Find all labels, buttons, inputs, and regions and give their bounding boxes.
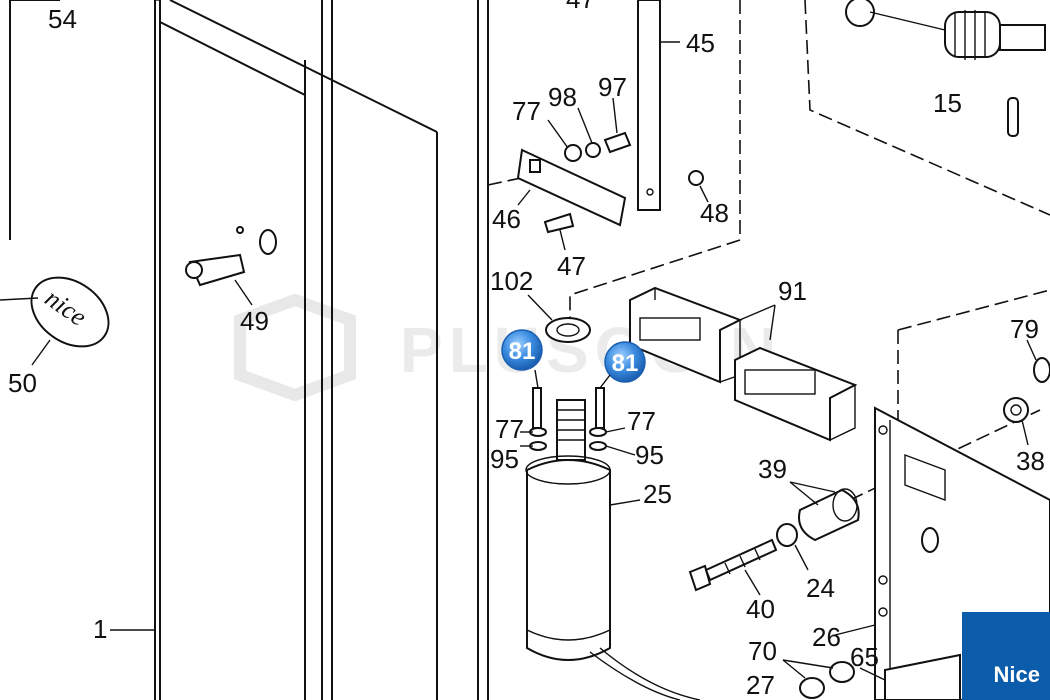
label-91: 91 [778, 276, 807, 306]
label-95-left: 95 [490, 444, 519, 474]
label-40: 40 [746, 594, 775, 624]
part-50-name-plate: nice [0, 276, 110, 366]
part-91-capacitors [629, 286, 858, 442]
label-54: 54 [48, 4, 77, 34]
brand-logo-text: Nice [993, 662, 1040, 687]
label-27: 27 [746, 670, 775, 700]
label-79: 79 [1010, 314, 1039, 344]
label-48: 48 [700, 198, 729, 228]
part-70-65-27 [782, 653, 961, 700]
badge-81-left[interactable]: 81 [501, 329, 543, 371]
label-47: 47 [557, 251, 586, 281]
label-47-top: 47 [566, 0, 595, 14]
label-50: 50 [8, 368, 37, 398]
label-46: 46 [492, 204, 521, 234]
label-97: 97 [598, 72, 627, 102]
badge-81-left-text: 81 [509, 338, 536, 365]
part-24-nut [776, 523, 809, 571]
badge-81-right-text: 81 [612, 350, 639, 377]
part-46-plate [516, 148, 627, 251]
badge-81-right[interactable]: 81 [604, 341, 646, 383]
label-24: 24 [806, 573, 835, 603]
part-45-bracket [637, 0, 680, 211]
part-40-bolt [688, 538, 778, 596]
label-77: 77 [512, 96, 541, 126]
part-79-38-fasteners [1003, 339, 1050, 446]
label-65: 65 [850, 642, 879, 672]
part-labels: 54 47 45 15 77 98 97 46 48 47 49 50 102 … [8, 0, 1045, 700]
part-39-bushings [789, 481, 860, 542]
part-102-ring [527, 294, 591, 343]
label-77-left: 77 [495, 414, 524, 444]
brand-logo: Nice [962, 612, 1050, 700]
label-45: 45 [686, 28, 715, 58]
label-98: 98 [548, 82, 577, 112]
label-1: 1 [93, 614, 107, 644]
label-26: 26 [812, 622, 841, 652]
part-15-worm-gear [845, 0, 1046, 137]
part-49-key-lock [185, 226, 277, 306]
label-102: 102 [490, 266, 533, 296]
housing-outline [9, 0, 489, 700]
part-25-motor [520, 387, 701, 700]
label-77-right: 77 [627, 406, 656, 436]
label-39: 39 [758, 454, 787, 484]
fasteners-top [547, 97, 709, 203]
label-95-right: 95 [635, 440, 664, 470]
label-25: 25 [643, 479, 672, 509]
label-15: 15 [933, 88, 962, 118]
label-49: 49 [240, 306, 269, 336]
label-70: 70 [748, 636, 777, 666]
label-38: 38 [1016, 446, 1045, 476]
